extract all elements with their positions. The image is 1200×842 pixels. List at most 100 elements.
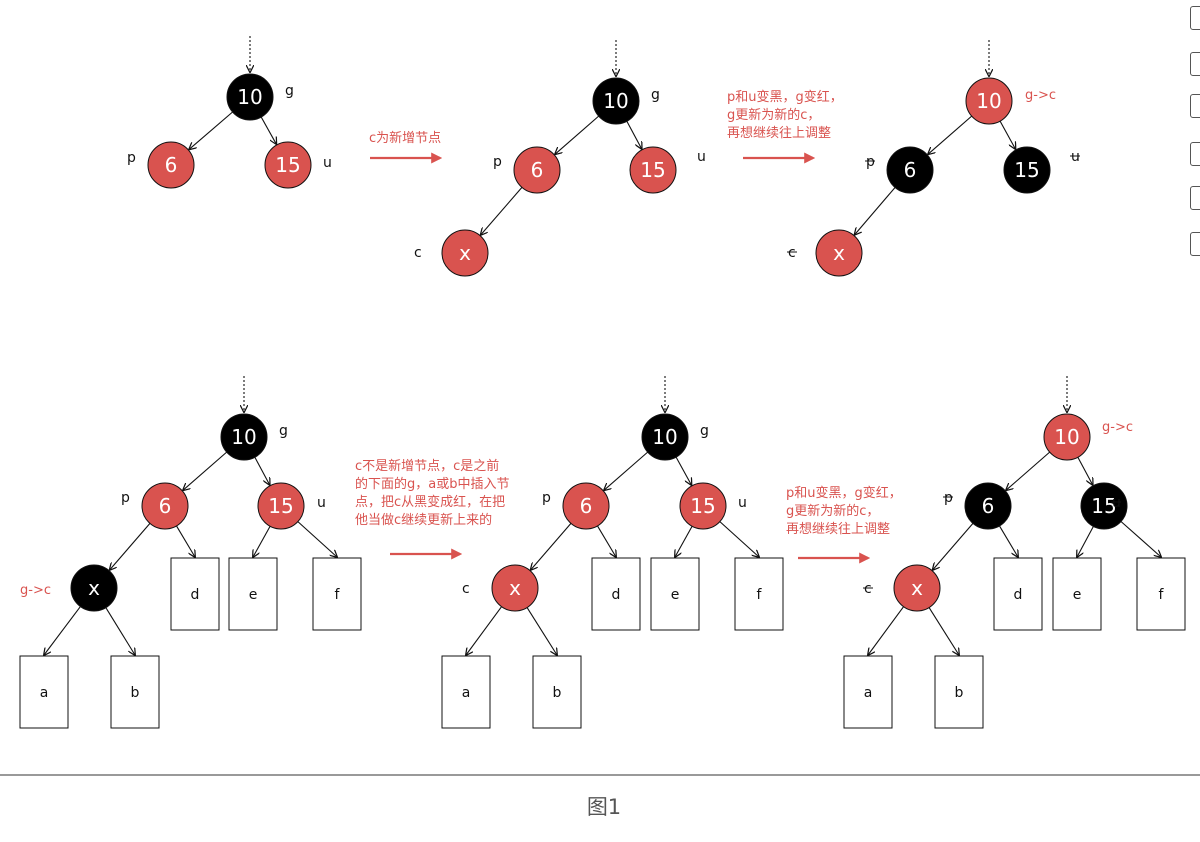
node-role-label: p: [127, 150, 136, 166]
node-role-label: g: [651, 87, 660, 103]
tree-node-value: 15: [1014, 158, 1039, 182]
transition-note-line: p和u变黑，g变红，: [786, 485, 902, 501]
subtree-box-b: [110, 655, 160, 729]
leaf-edge: [675, 525, 693, 557]
tree-node-p: [562, 482, 610, 530]
tree-node-value: 10: [976, 89, 1001, 113]
tree-node-p: [513, 146, 561, 194]
node-role-label: g->c: [20, 583, 51, 598]
node-role-label: u: [323, 155, 332, 171]
subtree-label: a: [462, 685, 471, 701]
transition-arrow: p和u变黑，g变红，g更新为新的c，再想继续往上调整: [786, 485, 902, 564]
node-role-label: u: [317, 495, 326, 511]
node-role-label: p: [121, 490, 130, 506]
subtree-label: f: [757, 587, 763, 603]
subtree-box-a: [843, 655, 893, 729]
leaf-edge: [868, 606, 904, 655]
tree-node-value: 10: [603, 89, 628, 113]
subtree-label: e: [1073, 587, 1082, 603]
tree-edge: [254, 457, 270, 485]
transition-note-line: g更新为新的c，: [727, 107, 820, 123]
subtree-label: b: [955, 685, 964, 701]
subtree-box-b: [532, 655, 582, 729]
tree-edge: [604, 451, 649, 490]
node-role-label: c: [788, 245, 796, 261]
subtree-label: d: [191, 587, 200, 603]
node-role-label: u: [738, 495, 747, 511]
toolbar-icon-5[interactable]: [1190, 186, 1200, 210]
transition-arrow: c为新增节点: [369, 130, 443, 164]
tree-node-value: 10: [237, 85, 262, 109]
node-role-label: g: [700, 423, 709, 439]
tree-edge: [626, 121, 642, 149]
leaf-edge: [526, 607, 557, 655]
transition-arrow: c不是新增节点，c是之前的下面的g，a或b中插入节点，把c从黑变成红，在把他当做…: [355, 458, 509, 560]
transition-note-line: c为新增节点: [369, 130, 441, 146]
tree-node-value: 15: [275, 153, 300, 177]
tree-node-value: x: [911, 576, 923, 600]
subtree-label: e: [249, 587, 258, 603]
tree-node-value: 10: [652, 425, 677, 449]
toolbar-icon-3[interactable]: [1190, 94, 1200, 118]
tree-node-value: x: [833, 241, 845, 265]
tree-node-value: 6: [580, 494, 593, 518]
toolbar-icon-2[interactable]: [1190, 52, 1200, 76]
leaf-edge: [719, 521, 759, 557]
leaf-edge: [176, 525, 195, 557]
leaf-edge: [297, 521, 337, 557]
toolbar-icon-1[interactable]: [1190, 6, 1200, 30]
node-role-label: p: [542, 490, 551, 506]
tree-node-c: [441, 229, 489, 277]
subtree-box-e: [228, 557, 278, 631]
tree-node-p: [141, 482, 189, 530]
leaf-edge: [999, 525, 1018, 557]
tree-node-value: 15: [1091, 494, 1116, 518]
subtree-label: e: [671, 587, 680, 603]
transition-note-line: p和u变黑，g变红，: [727, 89, 843, 105]
node-role-label: g: [279, 423, 288, 439]
tree-node-u: [264, 141, 312, 189]
transition-note-line: g更新为新的c，: [786, 503, 879, 519]
node-role-label: c: [414, 245, 422, 261]
tree-node-u: [1003, 146, 1051, 194]
toolbar-icon-4[interactable]: [1190, 142, 1200, 166]
leaf-edge: [44, 606, 81, 655]
transition-arrows: c为新增节点p和u变黑，g变红，g更新为新的c，再想继续往上调整c不是新增节点，…: [355, 89, 902, 564]
toolbar-icon-6[interactable]: [1190, 232, 1200, 256]
tree-node-g: [592, 77, 640, 125]
tree-edge: [189, 111, 233, 149]
subtree-box-d: [591, 557, 641, 631]
tree-edge: [928, 115, 973, 154]
tree-node-g: [641, 413, 689, 461]
tree-node-p: [964, 482, 1012, 530]
tree-edge: [531, 523, 572, 569]
subtree-box-e: [650, 557, 700, 631]
node-role-label: u: [1071, 149, 1080, 165]
subtree-box-e: [1052, 557, 1102, 631]
node-role-label: p: [944, 490, 953, 506]
tree-node-value: x: [88, 576, 100, 600]
subtree-label: d: [612, 587, 621, 603]
leaf-edge: [466, 606, 502, 655]
leaf-edge: [105, 607, 135, 655]
tree-node-value: 10: [231, 425, 256, 449]
transition-note-line: 的下面的g，a或b中插入节: [355, 476, 509, 492]
tree-node-p: [886, 146, 934, 194]
subtree-box-d: [170, 557, 220, 631]
subtree-box-f: [734, 557, 784, 631]
tree-node-value: 10: [1054, 425, 1079, 449]
subtree-label: a: [864, 685, 873, 701]
tree-node-g: [226, 73, 274, 121]
node-role-label: c: [864, 581, 872, 597]
tree-edge: [1077, 457, 1093, 485]
subtree-label: d: [1014, 587, 1023, 603]
subtree-label: f: [335, 587, 341, 603]
node-role-label: c: [462, 581, 470, 597]
tree-edge: [110, 523, 151, 569]
